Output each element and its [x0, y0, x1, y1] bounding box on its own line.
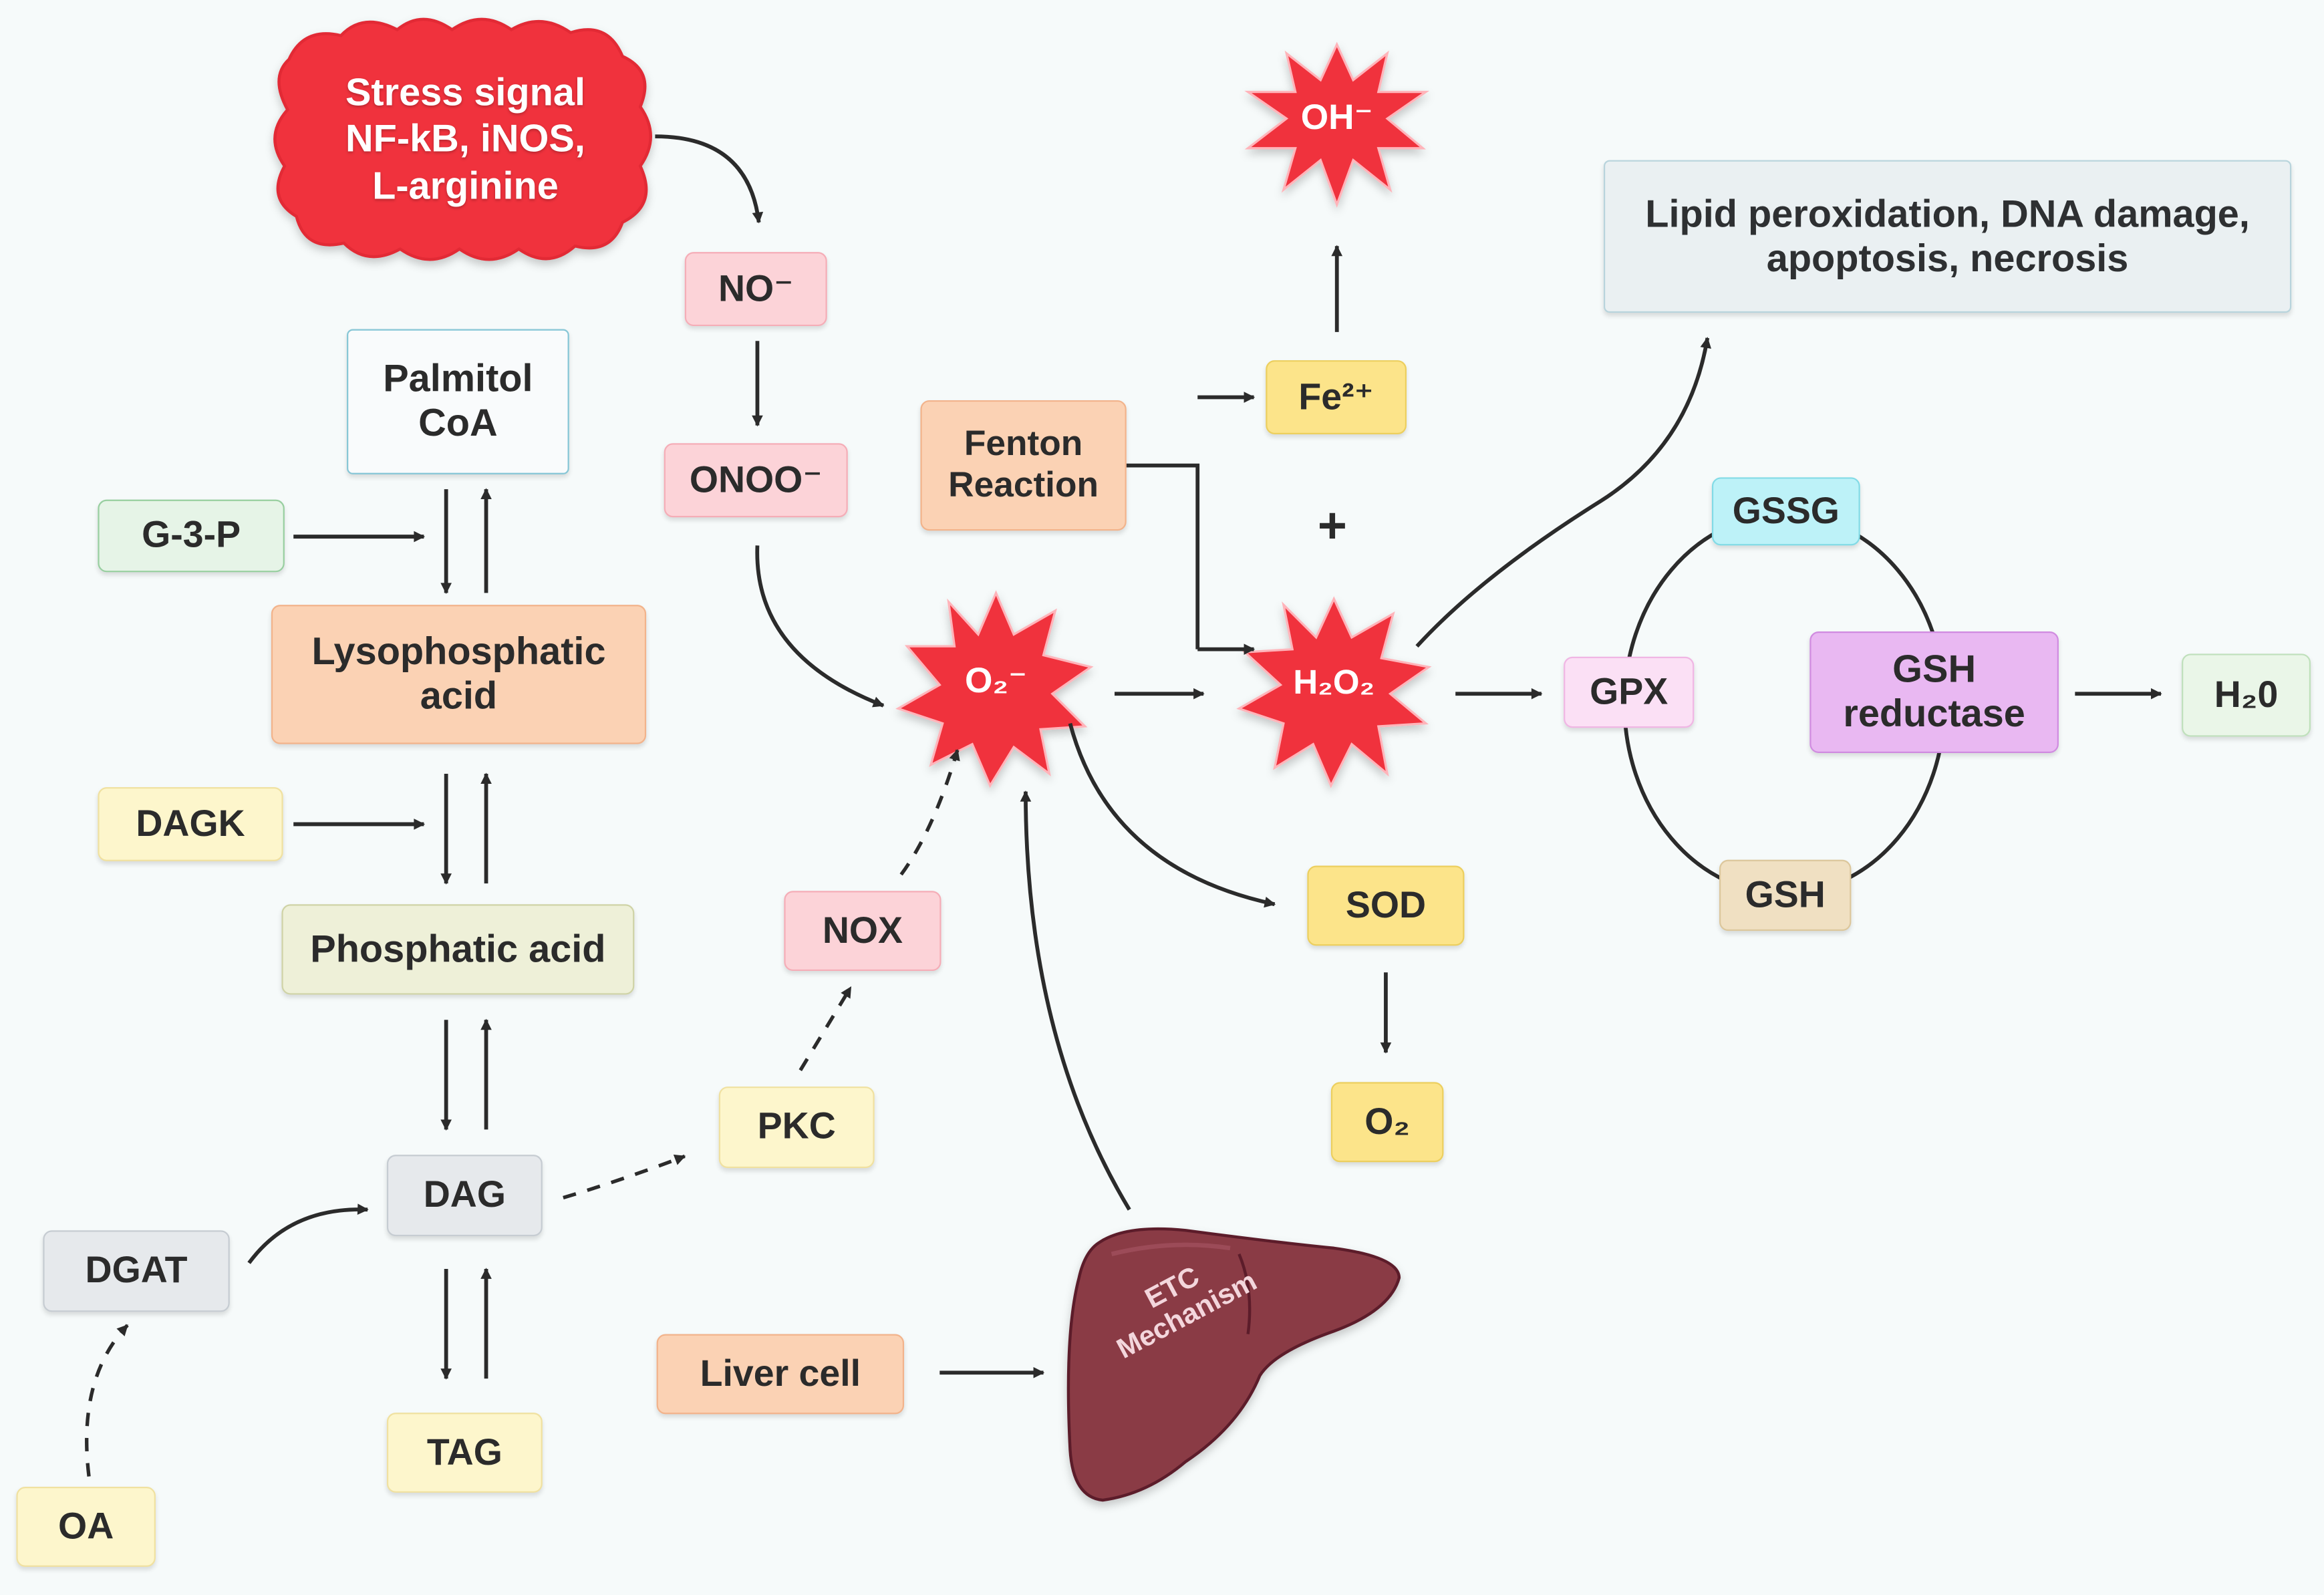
phosphatic-acid-box: Phosphatic acid — [281, 904, 635, 995]
arrow-pkc-to-nox — [798, 986, 853, 1072]
arrow-superoxide-to-sod — [1068, 722, 1276, 908]
dashed-arrows — [85, 748, 960, 1477]
oa-box: OA — [16, 1487, 156, 1567]
arrow-onoo-to-superoxide — [755, 545, 885, 708]
lysophosphatic-acid-box: Lysophosphatic acid — [271, 605, 647, 744]
fe2-box: Fe²⁺ — [1266, 360, 1407, 434]
gsh-reductase-box: GSH reductase — [1809, 631, 2059, 753]
superoxide-star — [895, 590, 1094, 788]
arrow-h2o2-to-damage — [1415, 337, 1712, 648]
gssg-box: GSSG — [1711, 477, 1860, 546]
h2o2-star — [1236, 596, 1432, 788]
fenton-reaction-box: Fenton Reaction — [920, 400, 1127, 531]
palmitol-coa-box: Palmitol CoA — [347, 329, 569, 474]
onoo-box: ONOO⁻ — [664, 443, 848, 518]
fenton-branch — [1126, 463, 1200, 649]
pkc-box: PKC — [718, 1086, 875, 1169]
no-radical-box: NO⁻ — [684, 252, 827, 327]
gpx-box: GPX — [1564, 656, 1695, 728]
liver-cell-box: Liver cell — [656, 1334, 905, 1415]
arrow-oa-to-dgat — [85, 1324, 129, 1477]
arrow-dgat-to-dag — [247, 1203, 369, 1264]
g3p-box: G-3-P — [98, 499, 285, 573]
h2o2-label: H₂O₂ — [1293, 662, 1375, 701]
plus-sign: + — [1317, 498, 1347, 555]
arrow-liver-to-superoxide — [1020, 790, 1131, 1211]
dag-box: DAG — [386, 1155, 543, 1237]
water-box: H₂0 — [2182, 654, 2311, 737]
arrow-dag-to-pkc — [563, 1154, 686, 1200]
damage-box: Lipid peroxidation, DNA damage, apoptosi… — [1603, 160, 2292, 313]
superoxide-label: O₂⁻ — [964, 660, 1028, 701]
oxygen-box: O₂ — [1330, 1082, 1444, 1163]
arrow-nox-to-superoxide — [899, 748, 960, 876]
liver-organ — [1066, 1227, 1401, 1502]
stress-signal-label: Stress signal NF-kB, iNOS, L-arginine — [345, 69, 585, 207]
arrow-stress-to-no — [655, 134, 764, 224]
gsh-box: GSH — [1719, 859, 1852, 931]
tag-box: TAG — [386, 1413, 543, 1493]
hydroxyl-label: OH⁻ — [1300, 97, 1373, 138]
dgat-box: DGAT — [43, 1230, 230, 1312]
hydroxyl-star — [1244, 41, 1430, 208]
nox-box: NOX — [784, 891, 941, 972]
stress-signal-shape — [273, 17, 652, 261]
dagk-box: DAGK — [98, 786, 283, 861]
sod-box: SOD — [1307, 865, 1465, 946]
